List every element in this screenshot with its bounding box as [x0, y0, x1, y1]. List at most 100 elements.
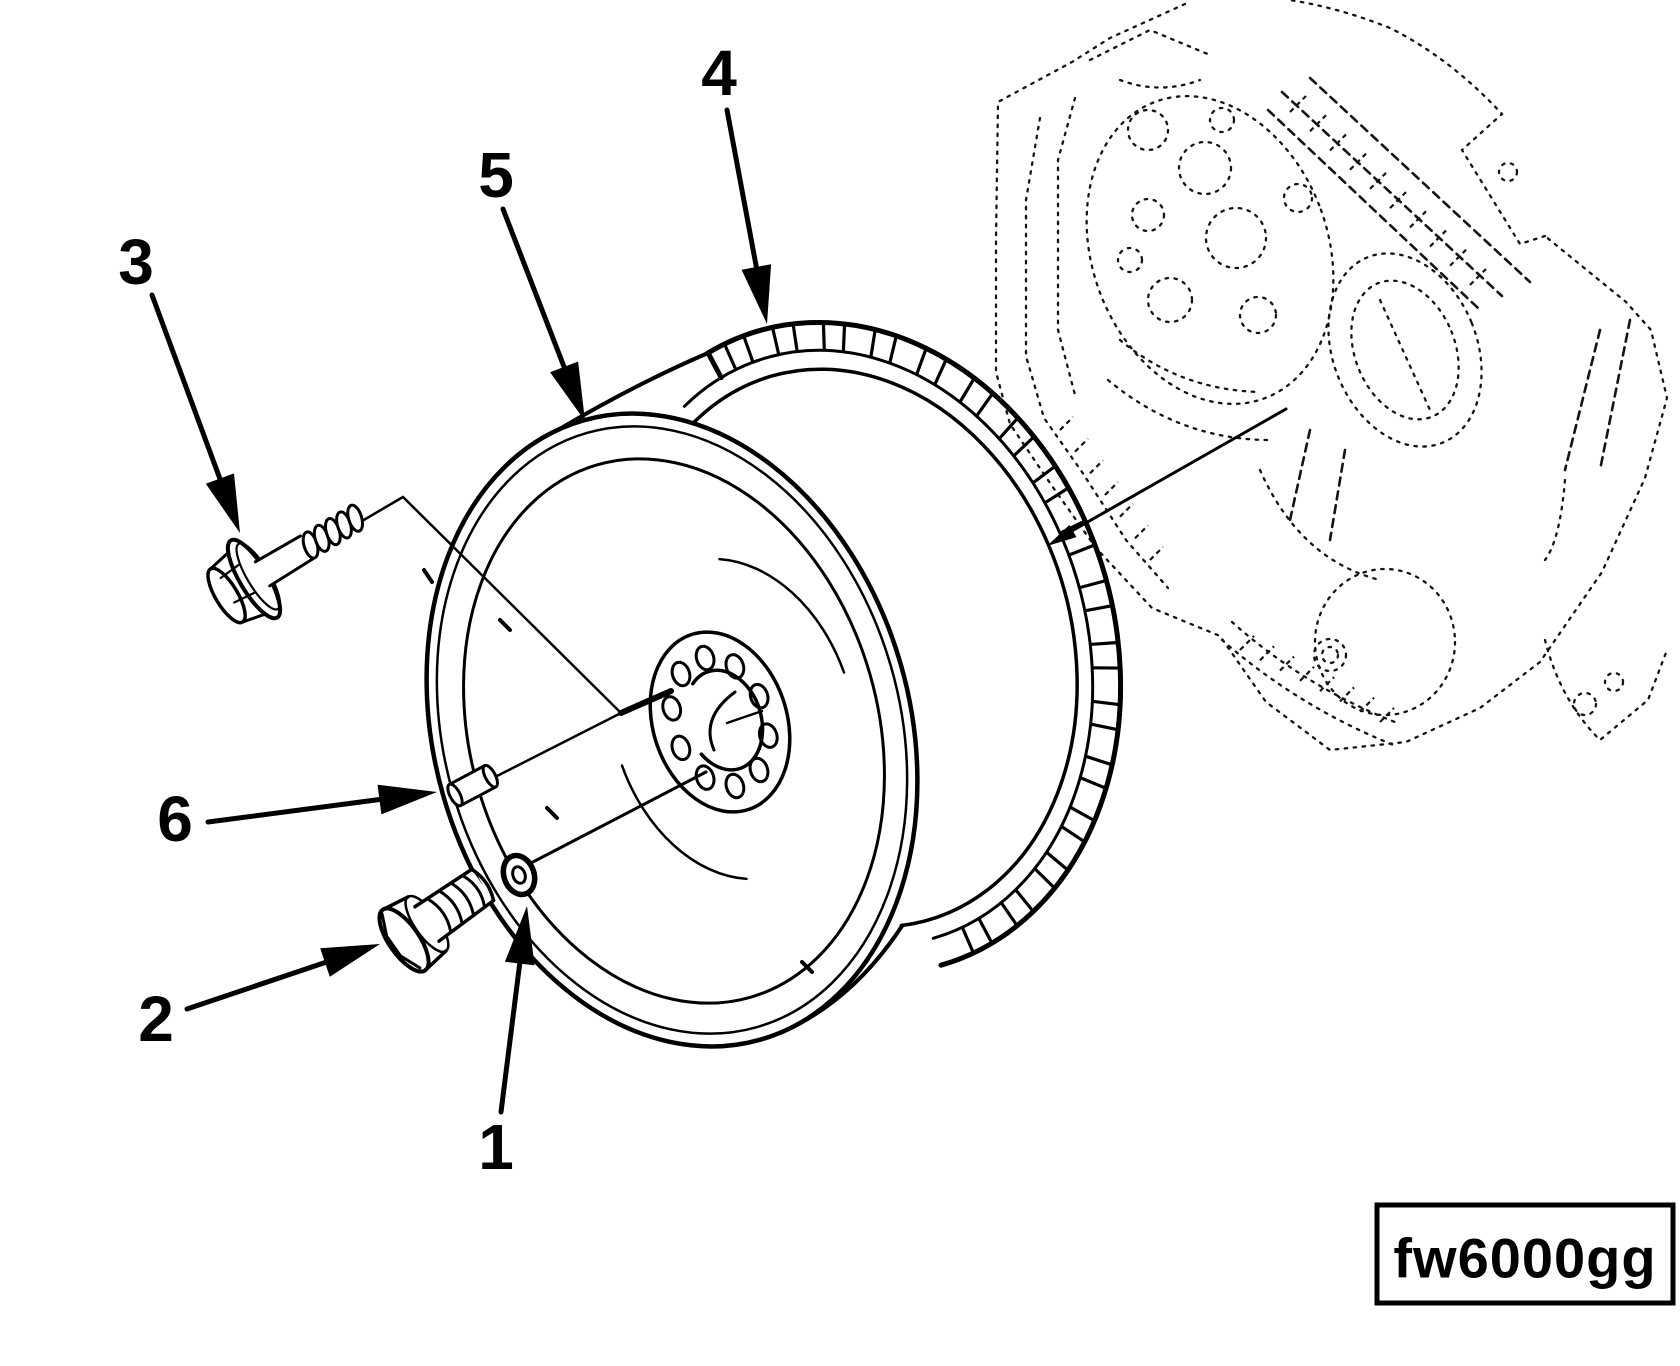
housing-hatch-line: [1319, 676, 1335, 692]
housing-rib-lines: [1258, 76, 1632, 582]
flywheel-recess-arc-lower: [620, 764, 748, 881]
gear-tooth-flank: [975, 392, 995, 418]
housing-hatch-line: [1119, 502, 1134, 518]
bolt-flange-item3: [206, 503, 365, 625]
gear-tooth-flank: [1092, 699, 1121, 707]
callout-arrowhead-c2: [320, 944, 380, 977]
housing-hatch-line: [1299, 666, 1315, 682]
gear-tooth-flank: [997, 416, 1020, 440]
hub-center-bore: [691, 668, 765, 772]
dowel-pin-item6: [446, 763, 499, 808]
callout-arrowhead-c4: [741, 264, 772, 324]
housing-hatch-line: [1339, 686, 1355, 703]
callout-arrow-shaft-c3: [149, 292, 225, 487]
housing-bore: [1327, 252, 1483, 448]
callout-arrowhead-c1: [504, 906, 535, 966]
gear-tooth-flank: [1012, 435, 1036, 458]
housing-hatch-texture: [1059, 95, 1487, 723]
bolt2-threads: [426, 874, 487, 934]
housing-hatch-line: [1379, 707, 1395, 723]
flywheel-top-silhouette: [561, 351, 710, 429]
hub-bolt-hole: [670, 660, 692, 688]
callout-arrowhead-c3: [205, 473, 240, 533]
gear-tooth-flank: [1069, 805, 1096, 823]
hub-bolt-hole: [694, 644, 716, 672]
gear-tooth-flank: [1084, 604, 1113, 613]
callout-arrow-shaft-c6: [205, 796, 388, 825]
leader-washer: [529, 770, 708, 865]
housing-hatch-line: [1469, 268, 1487, 286]
flywheel-face-marks: [422, 568, 814, 974]
gear-tooth-flank: [770, 327, 781, 356]
gear-tooth-flank: [821, 322, 826, 351]
callout-label-3: 3: [118, 226, 154, 298]
ring-gear: [682, 320, 1124, 968]
callout-arrow-shaft-c4: [724, 107, 760, 276]
gear-tooth-flank: [1060, 824, 1086, 844]
figure-code-box: fw6000gg: [1374, 1202, 1676, 1306]
gear-tooth-flank: [1090, 722, 1119, 732]
housing-hatch-line: [1359, 696, 1375, 713]
hub-bolt-hole: [670, 734, 692, 762]
housing-hatch-line: [1309, 114, 1327, 133]
housing-hatch-line: [1149, 546, 1164, 561]
callout-arrows: [149, 107, 772, 1115]
gear-tooth-flank: [1068, 543, 1096, 557]
hub-pilot-arc: [708, 690, 737, 752]
housing-lower-opening: [1313, 567, 1457, 717]
callout-arrow-shaft-c1: [498, 955, 523, 1115]
figure-code-text: fw6000gg: [1393, 1227, 1656, 1290]
housing-hatch-line: [1089, 459, 1104, 475]
leader-into-hub-hole: [618, 688, 674, 716]
callout-arrowhead-c5: [550, 361, 585, 421]
hub-bolt-hole: [694, 764, 716, 791]
gear-tooth-flank: [841, 323, 847, 353]
gear-tooth-flank: [1084, 754, 1113, 767]
housing-hatch-line: [1289, 95, 1307, 113]
callout-label-4: 4: [701, 37, 737, 109]
housing-hatch-line: [1239, 635, 1255, 651]
gear-tooth-flank: [1078, 578, 1107, 590]
callout-arrow-shaft-c2: [184, 958, 334, 1012]
leader-gear-arrowhead: [1047, 524, 1077, 546]
leader-gear-to-housing: [1054, 407, 1288, 542]
bolt-item2: [377, 867, 496, 974]
housing-hatch-line: [1259, 645, 1275, 662]
gear-tooth-flank: [1014, 888, 1035, 913]
housing-hatch-line: [1409, 210, 1427, 229]
leader-bolt3-a: [360, 495, 405, 523]
callout-label-2: 2: [138, 983, 174, 1055]
engine-housing-phantom: [994, 0, 1669, 752]
flywheel-recess-arc-upper: [718, 557, 846, 674]
housing-hatch-line: [1449, 248, 1467, 267]
gear-tooth-flank: [915, 347, 928, 376]
gear-tooth-flank: [960, 926, 975, 954]
housing-ear: [1288, 0, 1547, 246]
housing-hatch-line: [1134, 524, 1149, 540]
ring-gear-end-face: [705, 350, 724, 381]
housing-inner-contour-2: [1056, 96, 1077, 397]
housing-bore-detail: [1378, 298, 1432, 412]
housing-hatch-line: [1059, 416, 1074, 431]
callout-label-1: 1: [478, 1111, 514, 1183]
gear-tooth-flank: [999, 901, 1019, 927]
housing-hatch-line: [1369, 172, 1387, 190]
hub-bolt-hole: [748, 682, 770, 710]
gear-tooth-flank: [1031, 464, 1057, 485]
leader-dowel: [495, 711, 623, 778]
housing-hatch-line: [1104, 481, 1119, 496]
housing-bottom-flange: [1220, 620, 1669, 748]
leader-lines: [360, 407, 1288, 865]
washer-item1: [500, 852, 538, 898]
gear-tooth-flank: [1045, 850, 1069, 872]
housing-boss-cluster: [1085, 28, 1335, 442]
callout-label-5: 5: [478, 139, 514, 211]
hub-bolt-hole: [661, 695, 683, 722]
callout-label-6: 6: [157, 783, 193, 855]
leader-bolt3-b: [401, 495, 623, 715]
callout-arrow-shaft-c5: [500, 206, 569, 376]
housing-hatch-line: [1389, 191, 1407, 209]
housing-hatch-line: [1429, 229, 1447, 248]
housing-outline: [994, 2, 1669, 752]
